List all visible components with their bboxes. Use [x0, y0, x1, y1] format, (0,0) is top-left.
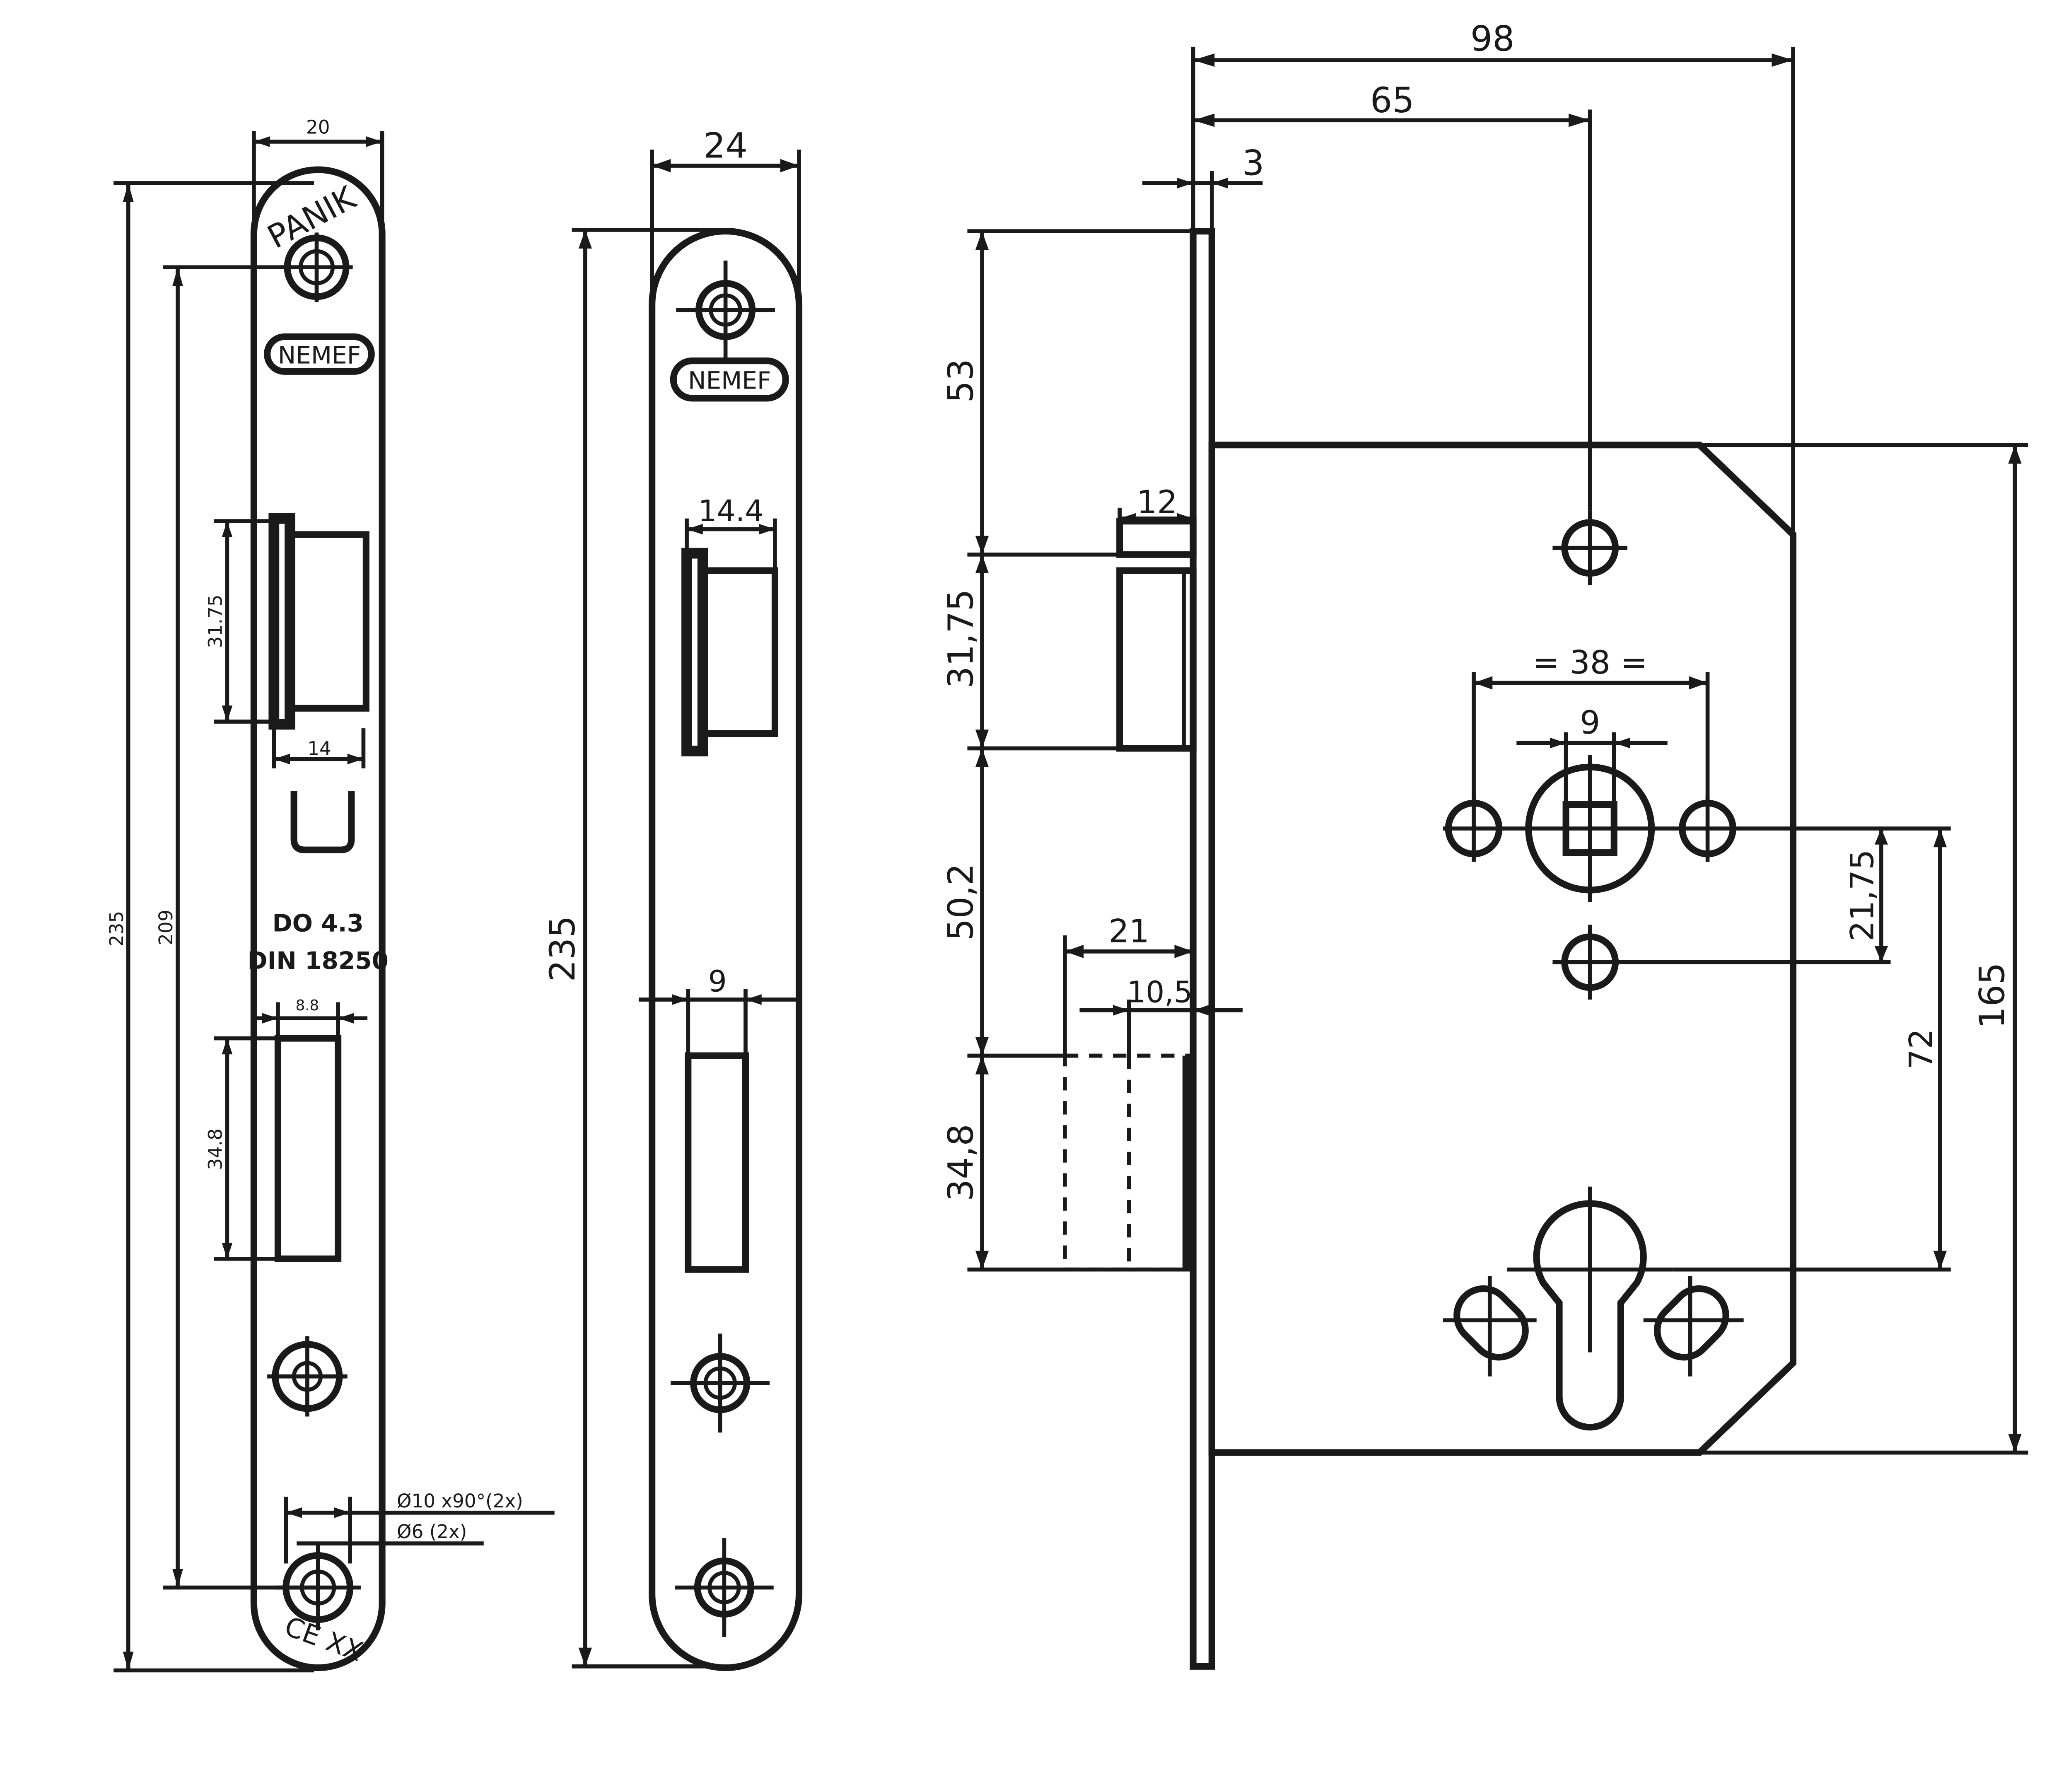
dim-total-depth-98: 98	[1191, 19, 1795, 535]
dim-bolt-width-9: 9	[638, 964, 799, 1056]
svg-text:21,75: 21,75	[1844, 850, 1881, 942]
svg-text:98: 98	[1470, 19, 1515, 59]
dim-backset-65: 65	[1193, 80, 1592, 511]
brand-badge-mid	[670, 357, 789, 402]
dim-spindle-holes-38: = 38 =	[1472, 644, 1710, 803]
standard-line-2: DIN 18250	[247, 947, 389, 975]
dim-plate-thickness-3: 3	[1142, 143, 1264, 232]
dim-height-235-mid: 235	[542, 228, 722, 1669]
svg-text:31,75: 31,75	[940, 589, 981, 688]
dim-case-height-165: 165	[1699, 443, 2028, 1455]
dim-lower-hole-21-75: 21,75	[1627, 826, 1951, 964]
faceplate-left: PANIK NEMEF DO 4.3 DIN 18250 CE XX	[106, 116, 555, 1673]
dim-height-235-left: 235	[106, 181, 314, 1673]
svg-text:8.8: 8.8	[296, 997, 319, 1014]
brand-label-mid: NEMEF	[688, 367, 771, 395]
svg-text:10,5: 10,5	[1127, 975, 1192, 1009]
svg-text:20: 20	[306, 116, 330, 138]
dim-hole-notes: Ø10 x90°(2x) Ø6 (2x)	[284, 1490, 555, 1564]
mount-hole-lower	[1552, 925, 1628, 1000]
lock-case	[1208, 442, 1797, 1456]
dim-center-distance-72: 72	[1673, 828, 1951, 1272]
lock-body: 98 65 3 53 12	[940, 19, 2028, 1670]
bolt-opening	[274, 1035, 342, 1262]
slot-hole-right	[1643, 1276, 1744, 1377]
dim-bolt-half-10-5: 10,5	[1079, 975, 1243, 1056]
dim-latch-width-14-4: 14.4	[685, 494, 777, 571]
screw-hole-mid-lower	[671, 1333, 770, 1433]
spring-symbol	[290, 791, 355, 853]
svg-text:209: 209	[155, 910, 177, 945]
svg-text:24: 24	[703, 126, 748, 166]
svg-text:9: 9	[1580, 704, 1600, 741]
dim-bolt-height-34-8: 34.8	[204, 1036, 278, 1261]
dim-width-24: 24	[650, 126, 801, 305]
screw-hole-mid	[267, 1336, 348, 1417]
slot-hole-left	[1443, 1276, 1537, 1377]
dim-latch-height-31-75-body: 31,75	[940, 554, 1193, 751]
faceplate-mid: NEMEF 24 235	[542, 126, 803, 1671]
dim-bolt-width-8-8: 8.8	[253, 997, 368, 1038]
faceplate-left-outline	[250, 166, 386, 1671]
dim-latch-height-31-75: 31.75	[204, 519, 274, 724]
latch-top	[1116, 518, 1197, 558]
dim-bolt-height-34-8-body: 34,8	[940, 1055, 1193, 1272]
spindle-follower	[1443, 755, 1737, 902]
svg-text:14.4: 14.4	[698, 494, 764, 528]
dim-gap-50-2: 50,2	[940, 748, 1065, 1058]
svg-text:34,8: 34,8	[940, 1124, 981, 1201]
svg-text:21: 21	[1109, 913, 1149, 950]
svg-text:3: 3	[1242, 143, 1264, 184]
svg-text:= 38 =: = 38 =	[1533, 644, 1647, 681]
dim-spindle-9: 9	[1516, 704, 1668, 805]
euro-cylinder-cutout	[1507, 1186, 1673, 1431]
countersink-note: Ø10 x90°(2x)	[397, 1490, 523, 1512]
svg-text:65: 65	[1370, 80, 1414, 121]
stamp-top-text: PANIK	[261, 179, 362, 256]
svg-text:235: 235	[106, 911, 128, 947]
svg-text:34.8: 34.8	[204, 1128, 226, 1170]
dim-screw-spacing-209: 209	[155, 265, 318, 1590]
hole-note: Ø6 (2x)	[397, 1521, 467, 1543]
latch-opening	[286, 531, 369, 712]
svg-text:9: 9	[708, 964, 727, 999]
svg-text:165: 165	[1972, 962, 2013, 1029]
bolt-opening-mid	[685, 1052, 749, 1273]
dim-latch-width-14: 14	[272, 728, 366, 768]
mount-hole-top	[1552, 510, 1628, 585]
latch-opening-mid	[699, 567, 779, 737]
screw-hole-mid-top	[676, 261, 775, 360]
dim-bolt-throw-21: 21	[1063, 913, 1195, 1056]
deadbolt-extended	[1063, 1053, 1195, 1272]
dim-top-offset-53: 53	[940, 229, 1193, 557]
svg-text:31.75: 31.75	[204, 594, 226, 648]
svg-text:50,2: 50,2	[940, 863, 981, 941]
svg-text:72: 72	[1903, 1029, 1940, 1070]
svg-text:235: 235	[542, 915, 583, 982]
dim-latch-projection-12: 12	[1118, 484, 1195, 524]
svg-text:14: 14	[307, 738, 331, 760]
screw-hole-mid-bottom	[675, 1538, 774, 1637]
faceplate-mid-outline	[649, 228, 803, 1671]
svg-text:12: 12	[1137, 484, 1177, 521]
brand-badge	[264, 333, 375, 375]
brand-label: NEMEF	[278, 341, 361, 369]
svg-text:53: 53	[940, 359, 981, 403]
standard-line-1: DO 4.3	[272, 909, 364, 937]
